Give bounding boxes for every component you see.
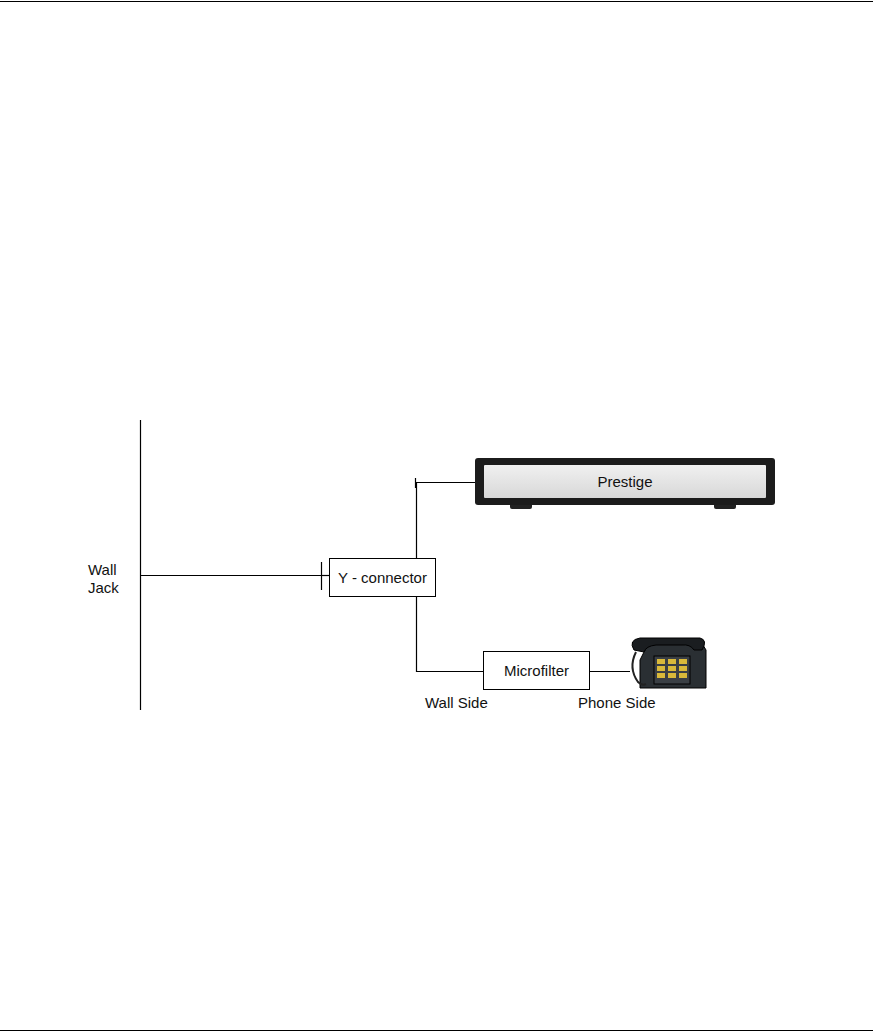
device-panel: Prestige xyxy=(484,465,766,498)
wall-jack-label: Wall Jack xyxy=(88,561,133,597)
node-text: Y - connector xyxy=(338,569,427,587)
filter-box: Microfilter xyxy=(483,651,590,690)
wire-connector xyxy=(417,597,484,672)
wire-connector xyxy=(417,483,476,559)
node-text: Microfilter xyxy=(504,662,569,680)
jack-wire xyxy=(140,575,321,576)
wall-side-label: Wall Side xyxy=(425,694,488,712)
node-text: Prestige xyxy=(597,473,652,491)
wall-line xyxy=(140,420,141,710)
connector-box: Y - connector xyxy=(329,558,436,597)
telephone-icon xyxy=(632,638,706,688)
device-box: Prestige xyxy=(475,458,775,505)
phone-side-label: Phone Side xyxy=(578,694,656,712)
page-rule xyxy=(0,1,873,2)
page-rule xyxy=(0,1030,873,1031)
plug-wire xyxy=(321,575,329,576)
phone-wire xyxy=(590,671,630,672)
